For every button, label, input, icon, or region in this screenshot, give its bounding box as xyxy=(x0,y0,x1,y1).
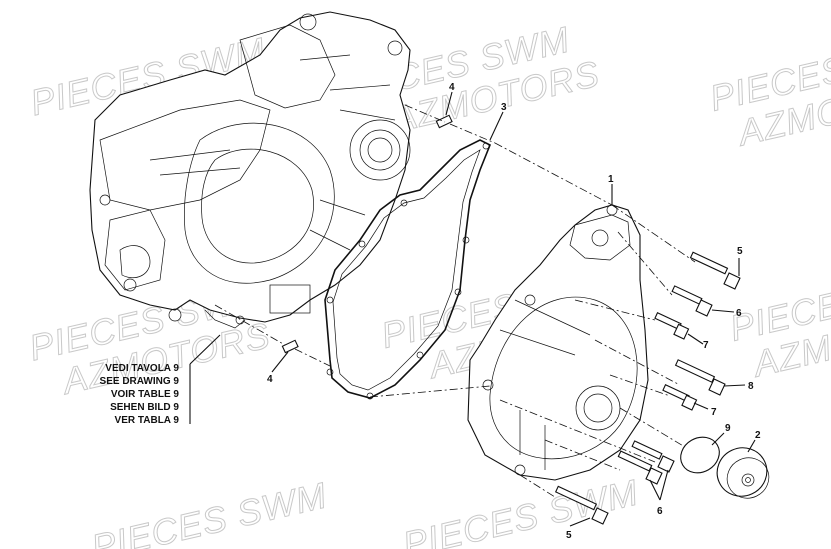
callout-1: 1 xyxy=(608,174,614,185)
inspection-cap xyxy=(716,447,770,499)
callout-6-upper: 6 xyxy=(736,308,742,319)
reference-note-line: SEE DRAWING 9 xyxy=(100,376,180,387)
o-ring-seal xyxy=(680,436,720,474)
reference-note-line: SEHEN BILD 9 xyxy=(110,402,179,413)
callout-8: 8 xyxy=(748,381,754,392)
bolt-8 xyxy=(674,359,726,396)
watermark-text: PIECES SWM xyxy=(88,474,331,549)
bolt-6-lower-a xyxy=(617,450,663,485)
callout-6-lower: 6 xyxy=(657,506,663,517)
cover-gasket xyxy=(324,139,492,400)
dowel-pin-lower xyxy=(281,339,299,354)
bolt-5-upper xyxy=(689,251,741,290)
reference-note-line: VOIR TABLE 9 xyxy=(111,389,180,400)
bolt-6-upper xyxy=(671,285,713,317)
reference-note-line: VEDI TAVOLA 9 xyxy=(105,363,179,374)
bolt-7-lower xyxy=(662,384,698,411)
callout-5-lower: 5 xyxy=(566,530,572,541)
dowel-pin-upper xyxy=(435,114,453,129)
leader-lines xyxy=(189,91,756,527)
watermark-text: PIECES SWM xyxy=(399,471,642,549)
gasket-bolt-hole xyxy=(326,142,490,400)
generator-cover xyxy=(467,204,649,481)
callout-2: 2 xyxy=(755,430,761,441)
bolt-7-upper xyxy=(654,312,690,340)
reference-note-line: VER TABLA 9 xyxy=(115,415,180,426)
callout-7-lower: 7 xyxy=(711,407,717,418)
bolt-5-lower xyxy=(554,485,609,525)
bolt-6-lower-b xyxy=(631,440,675,473)
engine-crankcase-illustration xyxy=(89,11,411,329)
callout-4-upper: 4 xyxy=(449,82,455,93)
callout-4-lower: 4 xyxy=(267,374,273,385)
callout-7-upper: 7 xyxy=(703,340,709,351)
callout-3: 3 xyxy=(501,102,507,113)
callout-5-upper: 5 xyxy=(737,246,743,257)
callout-9: 9 xyxy=(725,423,731,434)
reference-note: VEDI TAVOLA 9 SEE DRAWING 9 VOIR TABLE 9… xyxy=(100,363,180,426)
